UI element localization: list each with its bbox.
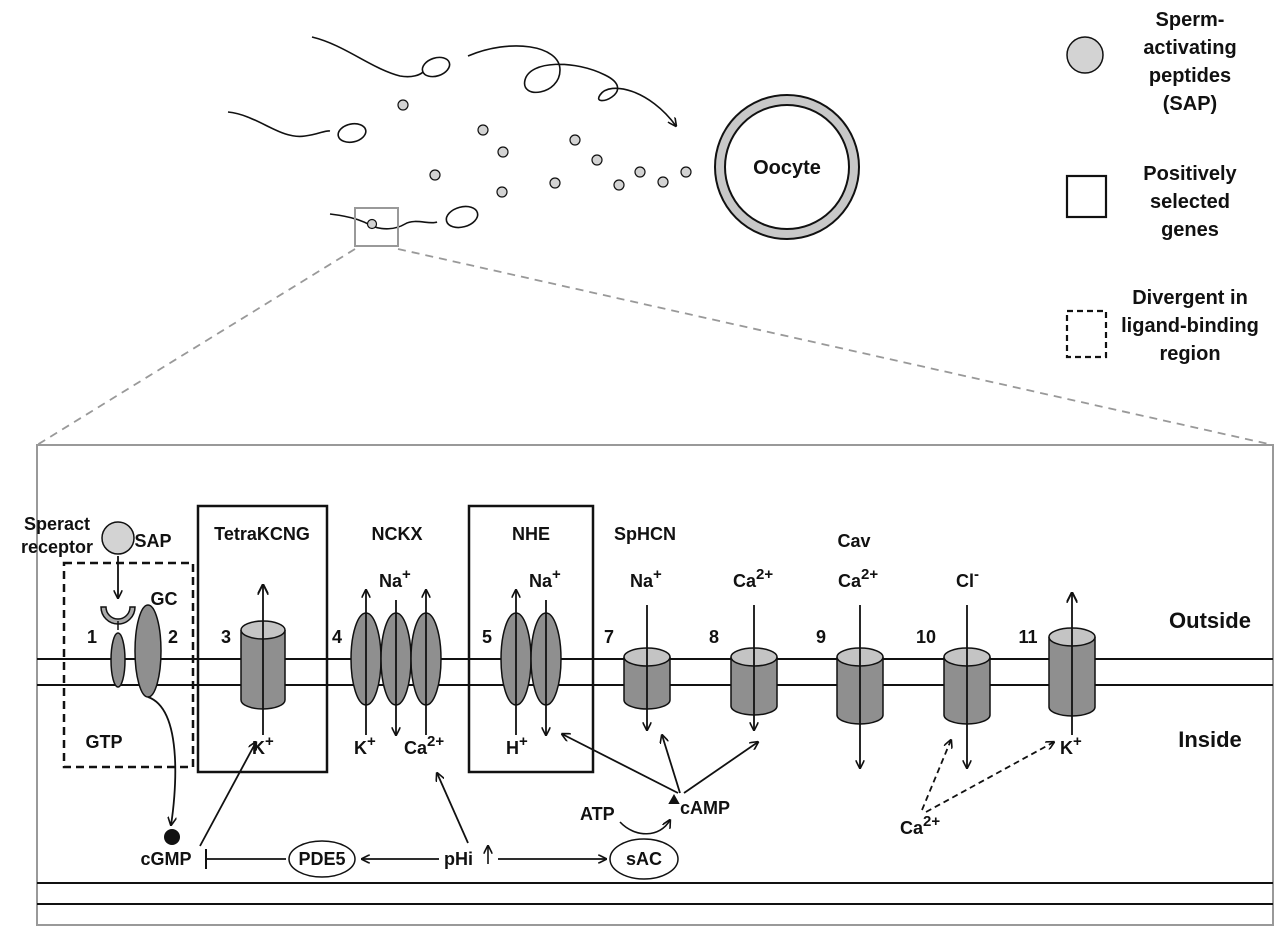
cgmp-dot bbox=[164, 829, 180, 845]
exchanger-5-nhe bbox=[500, 590, 562, 735]
protein-number-8: 8 bbox=[709, 627, 719, 647]
ion-ca-9: Ca2+ bbox=[838, 566, 878, 591]
oocyte: Oocyte bbox=[714, 94, 860, 240]
receptor-cup bbox=[100, 606, 136, 625]
protein-number-11: 11 bbox=[1018, 627, 1037, 647]
gtp-label: GTP bbox=[85, 732, 122, 752]
sphcn-label: SpHCN bbox=[614, 524, 676, 544]
sap-peptides bbox=[366, 99, 692, 230]
ion-h-5: H+ bbox=[506, 733, 528, 758]
protein-number-4: 4 bbox=[332, 627, 342, 647]
zoom-indicator bbox=[36, 207, 1274, 446]
protein-number-9: 9 bbox=[816, 627, 826, 647]
sac-node bbox=[609, 838, 679, 880]
atp-label: ATP bbox=[580, 804, 615, 824]
ion-ca-8: Ca2+ bbox=[733, 566, 773, 591]
legend-sap-line4: (SAP) bbox=[1163, 93, 1217, 115]
ion-cl-10: Cl- bbox=[956, 566, 979, 591]
protein-number-5: 5 bbox=[482, 627, 492, 647]
channel-7-sphcn bbox=[623, 605, 671, 730]
speract-label-line2: receptor bbox=[21, 537, 93, 557]
legend-pos-line2: selected bbox=[1150, 191, 1230, 213]
ion-k-4: K+ bbox=[354, 733, 376, 758]
speract-label-line1: Speract bbox=[24, 514, 90, 534]
nhe-label: NHE bbox=[512, 524, 550, 544]
legend-pos-line3: genes bbox=[1161, 219, 1219, 241]
signaling: cGMP PDE5 pHi sAC ATP cAMP bbox=[140, 734, 1054, 880]
sap-ligand bbox=[101, 521, 135, 555]
cgmp-label: cGMP bbox=[140, 849, 191, 869]
legend-sap-line2: activating bbox=[1143, 37, 1236, 59]
ion-na-4: Na+ bbox=[379, 566, 411, 591]
channel-9-cav bbox=[836, 605, 884, 768]
tetrakcng-selected-box bbox=[196, 504, 329, 774]
oocyte-label: Oocyte bbox=[753, 157, 821, 179]
protein-number-2: 2 bbox=[168, 627, 178, 647]
legend-sap-line3: peptides bbox=[1149, 65, 1231, 87]
nhe-selected-box bbox=[467, 504, 595, 774]
swimming-path bbox=[467, 45, 676, 126]
legend-div-line1: Divergent in bbox=[1132, 287, 1248, 309]
cav-label: Cav bbox=[837, 531, 870, 551]
ion-ca-4: Ca2+ bbox=[404, 733, 444, 758]
channel-3-tetrakcng bbox=[240, 585, 286, 735]
ion-ca-bottom: Ca2+ bbox=[900, 813, 940, 838]
speract-receptor bbox=[100, 521, 180, 845]
sap-label: SAP bbox=[134, 531, 171, 551]
phi-label: pHi bbox=[444, 849, 473, 869]
sperm-illustration bbox=[227, 36, 676, 230]
speract-receptor-body bbox=[110, 632, 126, 688]
pde5-label: PDE5 bbox=[298, 849, 345, 869]
protein-numbers: 1 2 3 4 5 6 7 8 9 10 11 bbox=[87, 627, 1038, 865]
pde5-node bbox=[288, 840, 356, 878]
legend-div-line2: ligand-binding bbox=[1121, 315, 1259, 337]
inside-label: Inside bbox=[1178, 727, 1242, 752]
legend-div-line3: region bbox=[1159, 343, 1220, 365]
legend: Sperm- activating peptides (SAP) Positiv… bbox=[1065, 9, 1259, 365]
ion-k-11: K+ bbox=[1060, 733, 1082, 758]
exchanger-4-nckx bbox=[350, 590, 442, 735]
channel-10 bbox=[943, 605, 991, 768]
channel-8 bbox=[730, 605, 778, 730]
protein-number-1: 1 bbox=[87, 627, 97, 647]
protein-number-10: 10 bbox=[916, 627, 936, 647]
ion-na-5: Na+ bbox=[529, 566, 561, 591]
legend-sap-line1: Sperm- bbox=[1156, 9, 1225, 31]
sperm-3 bbox=[329, 205, 479, 230]
tetrakcng-label: TetraKCNG bbox=[214, 524, 310, 544]
camp-label: cAMP bbox=[680, 798, 730, 818]
gc-body bbox=[134, 604, 162, 698]
protein-number-3: 3 bbox=[221, 627, 231, 647]
sperm-2 bbox=[227, 111, 367, 144]
legend-divergent: Divergent in ligand-binding region bbox=[1065, 287, 1259, 365]
protein-number-7: 7 bbox=[604, 627, 614, 647]
ion-labels: K+ Na+ K+ Ca2+ Na+ H+ Na+ Ca2+ Ca2+ Cl- … bbox=[252, 566, 1082, 838]
gc-label: GC bbox=[151, 589, 178, 609]
protein-labels: Speract receptor SAP GC GTP TetraKCNG NC… bbox=[21, 514, 871, 752]
legend-positively-selected: Positively selected genes bbox=[1065, 163, 1238, 241]
channel-11 bbox=[1048, 593, 1096, 735]
outside-label: Outside bbox=[1169, 608, 1251, 633]
sperm-1 bbox=[311, 36, 451, 78]
speract-receptor-divergent-box bbox=[62, 561, 195, 769]
sac-label: sAC bbox=[626, 849, 662, 869]
ion-k-3: K+ bbox=[252, 733, 274, 758]
nckx-label: NCKX bbox=[371, 524, 422, 544]
ion-na-7: Na+ bbox=[630, 566, 662, 591]
legend-sap: Sperm- activating peptides (SAP) bbox=[1066, 9, 1237, 115]
legend-pos-line1: Positively bbox=[1143, 163, 1237, 185]
